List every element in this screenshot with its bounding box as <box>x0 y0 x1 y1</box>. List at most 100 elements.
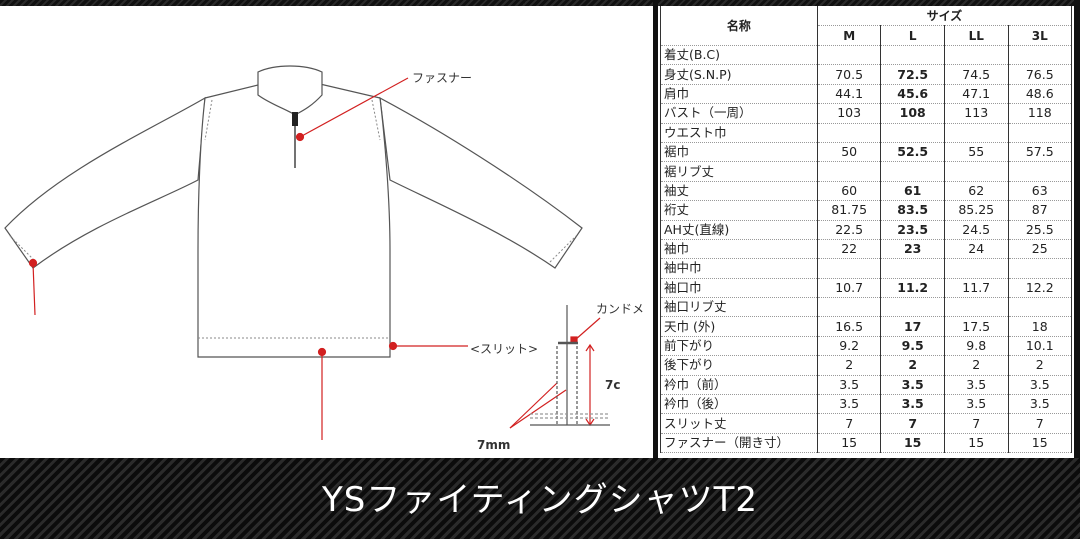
cell-l: 3.5 <box>880 394 945 415</box>
size-col-l: L <box>880 25 945 46</box>
cell-3l: 3.5 <box>1007 394 1073 415</box>
cell-ll: 9.8 <box>943 336 1009 357</box>
shirt-diagram: ファスナー <スリット> カンドメ 7c 7mm <box>0 6 653 458</box>
cell-3l: 63 <box>1007 181 1073 202</box>
right-border <box>1074 0 1080 458</box>
cell-l <box>880 123 945 143</box>
row-name: 衿巾（後） <box>660 394 818 415</box>
cell-3l: 12.2 <box>1007 278 1073 299</box>
cell-ll <box>943 297 1009 318</box>
cell-l: 45.6 <box>880 84 945 105</box>
cell-3l: 48.6 <box>1007 84 1073 105</box>
row-name: 身丈(S.N.P) <box>660 64 818 85</box>
zipper-label: ファスナー <box>412 71 473 85</box>
cell-3l <box>1007 258 1073 279</box>
collar <box>257 65 323 116</box>
row-name: 袖口リブ丈 <box>660 297 818 318</box>
cell-ll <box>943 161 1009 182</box>
cell-3l: 3.5 <box>1007 375 1073 396</box>
cell-ll <box>943 123 1009 143</box>
cell-3l: 7 <box>1007 413 1073 434</box>
row-name: 袖口巾 <box>660 278 818 299</box>
cell-3l: 118 <box>1007 103 1073 124</box>
row-name: 前下がり <box>660 336 818 357</box>
cell-ll: 85.25 <box>943 200 1009 221</box>
row-name: 裾リブ丈 <box>660 161 818 182</box>
row-name: 袖丈 <box>660 181 818 202</box>
cell-ll: 7 <box>943 413 1009 434</box>
cell-ll: 62 <box>943 181 1009 202</box>
cell-l <box>880 45 945 66</box>
row-name: 衿巾（前） <box>660 375 818 396</box>
row-name: 天巾 (外) <box>660 316 818 337</box>
top-border <box>0 0 1080 6</box>
cell-l: 3.5 <box>880 375 945 396</box>
cell-m <box>816 258 882 279</box>
slit-width-label: 7mm <box>477 438 511 452</box>
row-name: バスト（一周） <box>660 103 818 124</box>
table-row: 裾リブ丈 <box>660 161 1073 182</box>
product-title: YSファイティングシャツT2 <box>321 480 759 520</box>
cell-ll: 24 <box>943 239 1009 260</box>
table-row: 着丈(B.C) <box>660 45 1073 66</box>
cell-m <box>816 123 882 143</box>
zipper-pull-icon <box>292 112 298 126</box>
cell-3l: 87 <box>1007 200 1073 221</box>
cell-m: 22 <box>816 239 882 260</box>
table-row: ウエスト巾 <box>660 123 1073 143</box>
name-header: 名称 <box>660 6 818 46</box>
table-row: 袖口リブ丈 <box>660 297 1073 318</box>
cell-ll <box>943 258 1009 279</box>
cell-m: 10.7 <box>816 278 882 299</box>
cell-ll: 47.1 <box>943 84 1009 105</box>
cell-3l: 25.5 <box>1007 220 1073 240</box>
slit-label: <スリット> <box>470 342 539 356</box>
cell-ll: 74.5 <box>943 64 1009 85</box>
cell-m: 50 <box>816 142 882 163</box>
cell-ll: 113 <box>943 103 1009 124</box>
cell-m: 44.1 <box>816 84 882 105</box>
cell-l: 2 <box>880 355 945 376</box>
cell-l: 15 <box>880 433 945 454</box>
cell-ll: 3.5 <box>943 375 1009 396</box>
cell-ll: 3.5 <box>943 394 1009 415</box>
row-name: ファスナー（開き寸） <box>660 433 818 454</box>
cell-ll: 11.7 <box>943 278 1009 299</box>
cell-3l: 18 <box>1007 316 1073 337</box>
cell-m: 81.75 <box>816 200 882 221</box>
divider <box>653 0 658 458</box>
row-name: 裄丈 <box>660 200 818 221</box>
cell-m: 3.5 <box>816 394 882 415</box>
cell-m: 15 <box>816 433 882 454</box>
body <box>197 83 391 358</box>
cell-3l: 15 <box>1007 433 1073 454</box>
cell-m: 7 <box>816 413 882 434</box>
cell-m: 103 <box>816 103 882 124</box>
cell-3l <box>1007 45 1073 66</box>
cell-m: 16.5 <box>816 316 882 337</box>
cell-m <box>816 297 882 318</box>
left-sleeve <box>4 96 206 269</box>
size-col-ll: LL <box>943 25 1009 46</box>
cell-m: 9.2 <box>816 336 882 357</box>
cell-l: 52.5 <box>880 142 945 163</box>
row-name: スリット丈 <box>660 413 818 434</box>
cell-m: 60 <box>816 181 882 202</box>
row-name: AH丈(直線) <box>660 220 818 240</box>
cell-l: 11.2 <box>880 278 945 299</box>
cell-ll: 2 <box>943 355 1009 376</box>
cell-ll <box>943 45 1009 66</box>
size-header: サイズ <box>816 6 1073 26</box>
